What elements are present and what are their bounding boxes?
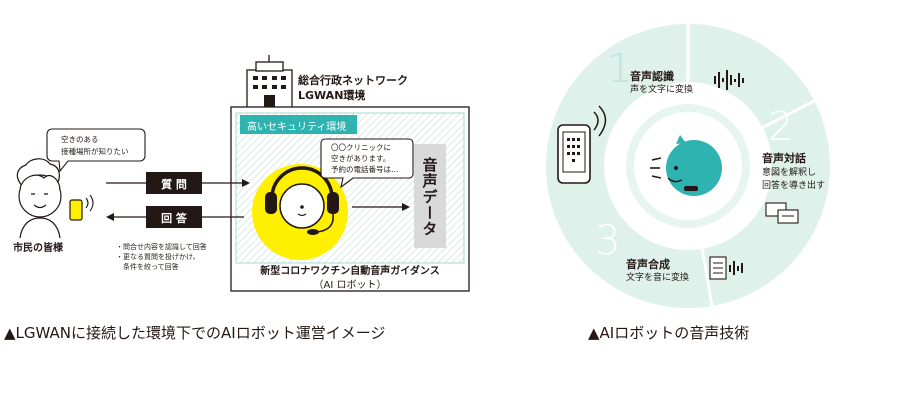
step2-number: 2 [768,104,794,150]
right-figure-caption: ▲AIロボットの音声技術 [588,324,750,342]
step2-desc-line2: 回答を導き出す [762,181,826,191]
robot-headset-icon [265,166,339,235]
phone-icon [69,194,94,221]
robot-bubble-line1: 〇〇クリニックに [331,143,391,152]
voice-data-label: 音声データ [420,157,439,237]
left-figure-caption: ▲LGWANに接続した環境下でのAIロボット運営イメージ [4,324,386,342]
question-label: 質 問 [161,178,187,191]
step2-title: 音声対話 [762,152,806,165]
security-label-tab [240,115,357,134]
robot-caption-line2: （AI ロボット） [313,280,387,291]
step1-number: 1 [607,46,633,92]
robot-caption-line1: 新型コロナワクチン自動音声ガイダンス [260,266,440,277]
step3-desc: 文字を音に変換 [626,273,690,283]
citizen-bubble-line1: 空きのある [61,135,99,144]
citizen-avatar [16,158,62,239]
smartphone-icon [557,105,607,184]
robot-note-2: ・更なる質問を投げかけ、 [116,253,200,261]
citizen-label: 市民の皆様 [13,243,63,254]
building-icon [246,55,293,109]
document-wave-icon [709,256,743,280]
robot-bubble-line2: 空きがあります。 [331,154,391,163]
step3-title: 音声合成 [626,258,670,271]
step3-number: 3 [595,218,621,264]
citizen-bubble-line2: 接種場所が知りたい [61,147,129,156]
robot-bubble-shape [320,138,414,189]
robot-note-1: ・問合せ内容を認識して回答 [116,243,207,251]
step1-desc: 声を文字に変換 [630,85,694,95]
building-caption-line1: 総合行政ネットワーク [298,74,408,87]
question-bar [146,172,202,194]
chat-icon [765,202,799,224]
robot-bubble-line3: 予約の電話番号は… [331,165,399,174]
robot-note-3: 条件を絞って回答 [116,263,179,271]
answer-bar [146,206,202,228]
waveform-icon [714,70,744,90]
building-caption-line2: LGWAN環境 [298,89,366,102]
citizen-bubble-shape [46,128,146,173]
answer-label: 回 答 [161,212,187,225]
step2-desc-line1: 意図を解釈し [762,168,817,178]
security-label: 高いセキュリティ環境 [247,122,347,133]
ai-robot-face-icon [650,135,722,196]
step1-title: 音声認識 [630,70,674,83]
voice-data-panel [414,144,446,248]
